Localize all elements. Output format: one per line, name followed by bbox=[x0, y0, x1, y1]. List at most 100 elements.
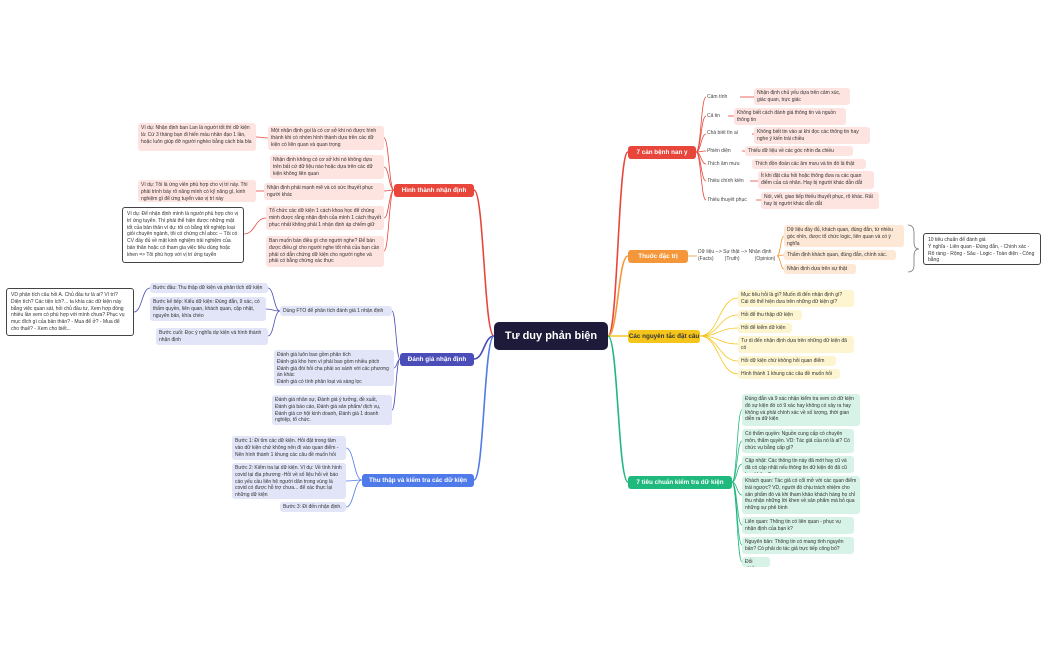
principle-item-5[interactable]: Hỏi dữ kiện chứ không hỏi quan điểm bbox=[738, 356, 836, 366]
bias-label-6[interactable]: Thiếu chính kiến bbox=[707, 178, 744, 184]
bias-label-1[interactable]: Cảm tính bbox=[707, 94, 728, 100]
branch-seven-biases[interactable]: 7 cản bệnh nan y bbox=[628, 146, 696, 159]
standard-item-1[interactable]: Đúng đắn và 9 xác nhận kiểm tra xem có d… bbox=[742, 394, 860, 426]
evaluate-step-2[interactable]: Bước kế tiếp: Kiểu dữ kiện: Đúng đắn, 9 … bbox=[150, 297, 266, 321]
forming-item-2[interactable]: Nhận định không có cơ sở khi nó không dự… bbox=[270, 155, 384, 179]
ten-criteria-body: Ý nghĩa - Liên quan - Đúng đắn, - Chính … bbox=[928, 243, 1035, 264]
bias-desc-7[interactable]: Nói, viết, giao tiếp thiếu thuyết phục, … bbox=[761, 192, 879, 209]
remedy-formula-sub: (Facts) (Truth) (Opinion) bbox=[698, 256, 776, 262]
link-check-2 bbox=[345, 479, 363, 482]
principle-item-2[interactable]: Hỏi để thu thập dữ kiện bbox=[738, 310, 802, 320]
link-center-check bbox=[473, 335, 495, 481]
link-evaluate-step-1 bbox=[267, 287, 281, 312]
link-remedy-1 bbox=[776, 235, 785, 257]
branch-questioning-principles[interactable]: Các nguyên tắc đặt câu hỏi bbox=[628, 330, 700, 343]
standard-item-7[interactable]: Đối chiếu. bbox=[742, 557, 770, 567]
link-principle-2 bbox=[699, 314, 739, 337]
standard-item-2[interactable]: Có thẩm quyền: Nguồn cung cấp có chuyên … bbox=[742, 429, 854, 453]
bias-desc-5[interactable]: Thích đồn đoán các âm mưu và tin đó là t… bbox=[752, 159, 866, 169]
bias-desc-1[interactable]: Nhận định chủ yếu dựa trên cảm xúc, giác… bbox=[754, 88, 850, 105]
check-item-1[interactable]: Bước 1: Đi tìm các dữ kiện. Hỏi đặt tron… bbox=[232, 436, 346, 460]
principle-item-3[interactable]: Hỏi để kiểm dữ kiện bbox=[738, 323, 792, 333]
bias-label-4[interactable]: Phiến diện bbox=[707, 148, 731, 154]
link-forming-1 bbox=[383, 137, 395, 191]
link-bias-2 bbox=[695, 115, 707, 153]
remedy-bracket bbox=[907, 224, 920, 273]
forming-note-2[interactable]: Ví dụ: Tôi là ứng viên phù hợp cho vị tr… bbox=[138, 180, 256, 202]
link-standard-7 bbox=[731, 481, 743, 563]
link-standard-2 bbox=[731, 440, 743, 483]
forming-item-4[interactable]: Tổ chức các dữ kiện 1 cách khoa học để c… bbox=[266, 206, 384, 230]
branch-collect-check[interactable]: Thu thập và kiểm tra các dữ kiện bbox=[362, 474, 474, 487]
link-center-evaluate bbox=[473, 335, 495, 360]
link-bias-7 bbox=[695, 151, 707, 201]
link-standard-3 bbox=[731, 463, 743, 483]
branch-remedy[interactable]: Thuốc đặc trị bbox=[628, 250, 688, 263]
standard-item-4[interactable]: Khách quan: Tác giả có cổi mở với các qu… bbox=[742, 476, 860, 514]
link-check-3 bbox=[345, 479, 363, 508]
bias-desc-3[interactable]: Không biết tin vào ai khi đọc các thông … bbox=[754, 127, 870, 144]
link-principle-3 bbox=[699, 327, 739, 337]
link-forming-note-1 bbox=[255, 136, 269, 139]
link-check-1 bbox=[345, 447, 363, 481]
link-evaluate-fto bbox=[391, 310, 401, 360]
remedy-item-3[interactable]: Nhận định dựa trên sự thật bbox=[784, 264, 856, 274]
link-standard-4 bbox=[731, 481, 743, 496]
check-item-2[interactable]: Bước 2: Kiểm tra lại dữ kiện. Ví dụ: Về … bbox=[232, 463, 346, 499]
remedy-formula: Dữ liệu --> Sự thật --> Nhận định bbox=[698, 249, 772, 255]
link-forming-3 bbox=[383, 189, 395, 192]
check-item-3[interactable]: Bước 3: Đi đến nhận định. bbox=[280, 502, 346, 512]
link-principle-6 bbox=[699, 335, 739, 375]
link-forming-note-3 bbox=[243, 217, 267, 235]
forming-item-5[interactable]: Ban muốn bán điều gì cho người nghe? Để … bbox=[266, 236, 384, 267]
bias-label-3[interactable]: Chả biết tìn ai bbox=[707, 130, 738, 136]
forming-note-3[interactable]: Ví dụ: Để nhận định mình là người phù hợ… bbox=[122, 207, 244, 263]
link-evaluate-step-3 bbox=[267, 310, 281, 337]
branch-evaluate-judgement[interactable]: Đánh giá nhận định bbox=[400, 353, 474, 366]
link-forming-4 bbox=[383, 189, 395, 219]
bias-desc-4[interactable]: Thiếu dữ liệu về các góc nhìn đa chiều bbox=[745, 146, 853, 156]
evaluate-criteria-1[interactable]: Đánh giá luôn bao gồm phân tích Đánh giá… bbox=[274, 350, 394, 386]
standard-item-5[interactable]: Liên quan: Thông tin có liên quan - phục… bbox=[742, 517, 854, 534]
evaluate-step-1[interactable]: Bước đầu: Thu thập dữ kiện và phân tích … bbox=[150, 283, 268, 293]
bias-desc-2[interactable]: Không biết cách đánh giá thông tin và ng… bbox=[734, 108, 846, 125]
link-center-forming bbox=[473, 189, 495, 337]
principle-item-1[interactable]: Mục tiêu hỏi là gì? Muốn đi đến nhận địn… bbox=[738, 290, 854, 307]
remedy-item-2[interactable]: Thẩm định khách quan, đúng đắn, chính xá… bbox=[784, 250, 896, 260]
branch-forming-judgement[interactable]: Hình thành nhận định bbox=[394, 184, 474, 197]
evaluate-fto[interactable]: Dùng FTO để phân tích đánh giá 1 nhận đị… bbox=[280, 306, 392, 316]
forming-item-3[interactable]: Nhận định phải mạnh mẽ và có sức thuyết … bbox=[264, 183, 384, 200]
link-evaluate-step-2 bbox=[265, 308, 281, 312]
evaluate-note[interactable]: VD phân tích câu hỏi A. Chủ đầu tư là ai… bbox=[6, 288, 134, 336]
link-center-standards bbox=[607, 335, 629, 483]
link-evaluate-note bbox=[133, 287, 151, 313]
principle-item-6[interactable]: Hình thành 1 khung các câu đề muốn hỏi bbox=[738, 369, 840, 379]
branch-seven-standards[interactable]: 7 tiêu chuẩn kiểm tra dữ kiện bbox=[628, 476, 732, 489]
link-forming-2 bbox=[383, 166, 395, 191]
ten-criteria-title: 10 tiêu chuẩn để đánh giá bbox=[928, 237, 986, 243]
bias-label-5[interactable]: Thích âm mưu bbox=[707, 161, 740, 167]
remedy-item-1[interactable]: Dữ liệu đầy đủ, khách quan, đúng đắn, từ… bbox=[784, 225, 904, 247]
bias-label-7[interactable]: Thiếu thuyết phục bbox=[707, 197, 747, 203]
link-standard-1 bbox=[731, 409, 743, 483]
central-topic[interactable]: Tư duy phản biện bbox=[494, 322, 608, 350]
evaluate-criteria-2[interactable]: Đánh giá nhân sự, Đánh giá ý tưởng, đề x… bbox=[272, 395, 392, 425]
standard-item-6[interactable]: Nguyên bản: Thông tin có mang tính nguyê… bbox=[742, 537, 854, 554]
link-evaluate-criteria-2 bbox=[391, 358, 401, 411]
principle-item-4[interactable]: Tư di đến nhận định dựa trên những dữ ki… bbox=[738, 336, 854, 353]
ten-criteria-note[interactable]: 10 tiêu chuẩn để đánh giá Ý nghĩa - Liên… bbox=[923, 233, 1041, 265]
forming-note-1[interactable]: Ví dụ: Nhận định ban Lan là người tốt th… bbox=[138, 123, 256, 151]
link-principle-1 bbox=[699, 297, 739, 337]
link-center-remedy bbox=[607, 255, 629, 337]
evaluate-step-3[interactable]: Bước cuối: Đọc ý nghĩa dự kiện và hình t… bbox=[156, 328, 268, 345]
standard-item-3[interactable]: Cập nhật: Các thông tin này đã mới hay c… bbox=[742, 456, 854, 473]
link-bias-3 bbox=[695, 133, 707, 153]
bias-desc-6[interactable]: Ít khi đặt câu hỏi hoặc thông đưa ra các… bbox=[758, 171, 874, 189]
link-remedy-3 bbox=[776, 255, 785, 270]
bias-label-2[interactable]: Cả tin bbox=[707, 113, 721, 119]
link-forming-5 bbox=[383, 189, 395, 252]
link-standard-6 bbox=[731, 481, 743, 546]
link-center-bias bbox=[607, 151, 629, 337]
forming-item-1[interactable]: Một nhận định gọi là có cơ sở khi nó đượ… bbox=[268, 126, 384, 150]
